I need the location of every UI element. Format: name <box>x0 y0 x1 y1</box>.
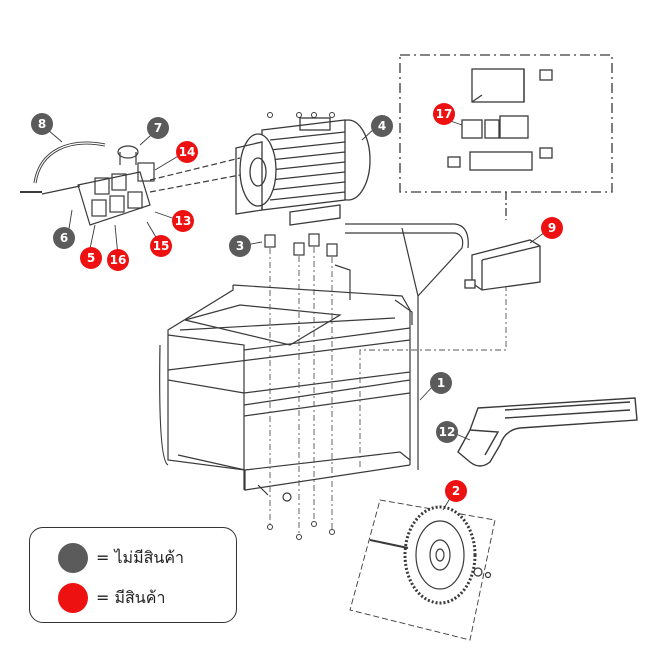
wheel-assembly <box>349 499 496 641</box>
callout-marker-6 <box>53 227 75 249</box>
electrical-box-group <box>399 54 613 220</box>
callout-marker-7 <box>147 117 169 139</box>
callout-label-6: 6 <box>60 231 68 245</box>
callout-marker-8 <box>31 113 53 135</box>
callout-label-13: 13 <box>175 214 192 228</box>
callout-label-8: 8 <box>38 117 46 131</box>
callout-marker-12 <box>436 421 458 443</box>
callout-marker-13 <box>172 210 194 232</box>
callout-marker-9 <box>541 217 563 239</box>
callout-marker-1 <box>430 372 452 394</box>
callout-label-16: 16 <box>110 253 127 267</box>
motor <box>235 117 371 226</box>
legend-dot-unavailable <box>58 543 88 573</box>
callout-label-14: 14 <box>179 145 196 159</box>
legend-label-available: = มีสินค้า <box>96 587 166 607</box>
legend-dot-available <box>58 583 88 613</box>
callout-label-4: 4 <box>378 119 386 133</box>
frame <box>159 223 469 502</box>
callout-marker-5 <box>80 247 102 269</box>
callout-label-2: 2 <box>452 484 460 498</box>
legend-label-unavailable: = ไม่มีสินค้า <box>96 547 185 567</box>
legend-box: = ไม่มีสินค้า = มีสินค้า <box>29 527 237 623</box>
callout-marker-4 <box>371 115 393 137</box>
callout-label-5: 5 <box>87 251 95 265</box>
pump-assembly <box>20 141 241 226</box>
spray-gun <box>457 397 638 467</box>
legend-row-available: = มีสินค้า <box>58 583 165 613</box>
callout-marker-2 <box>445 480 467 502</box>
callout-marker-17 <box>433 103 455 125</box>
callout-label-1: 1 <box>437 376 445 390</box>
callout-marker-16 <box>107 249 129 271</box>
legend-row-unavailable: = ไม่มีสินค้า <box>58 543 184 573</box>
callout-marker-14 <box>176 141 198 163</box>
callout-label-9: 9 <box>548 221 556 235</box>
callout-label-17: 17 <box>436 107 453 121</box>
fasteners <box>267 112 335 540</box>
callout-label-7: 7 <box>154 121 162 135</box>
assembly-lines <box>269 247 507 535</box>
callout-label-12: 12 <box>439 425 456 439</box>
box-part <box>464 239 541 291</box>
callout-label-3: 3 <box>236 239 244 253</box>
vibration-mounts <box>264 233 338 257</box>
callout-marker-15 <box>150 235 172 257</box>
callout-marker-3 <box>229 235 251 257</box>
callout-label-15: 15 <box>153 239 170 253</box>
